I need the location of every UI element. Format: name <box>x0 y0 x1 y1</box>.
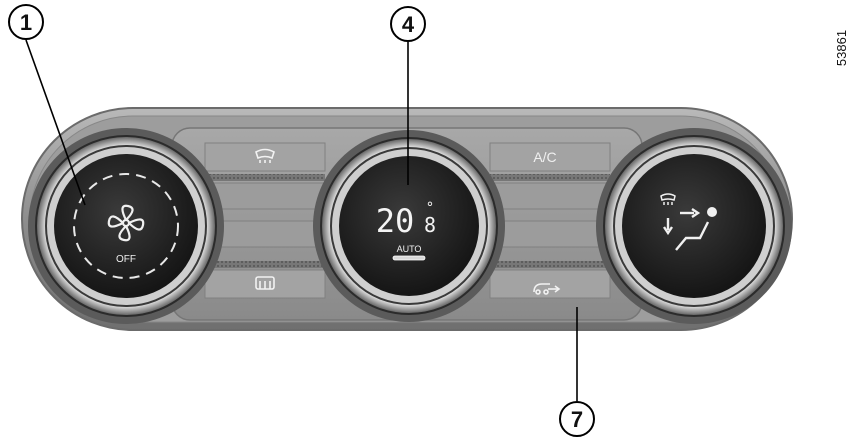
recirculation-icon <box>533 283 561 295</box>
callout-7: 7 <box>559 307 595 437</box>
right-button-column <box>489 142 611 299</box>
temperature-knob[interactable]: 20 8 ° AUTO <box>313 130 505 322</box>
front-defrost-button[interactable] <box>255 148 275 164</box>
grille <box>205 261 325 268</box>
ac-button[interactable]: A/C <box>533 149 556 165</box>
fan-off-label: OFF <box>116 254 136 265</box>
fan-speed-knob[interactable]: OFF <box>28 128 224 324</box>
grille <box>205 174 325 181</box>
recirculation-button[interactable] <box>533 283 561 295</box>
front-defrost-icon <box>660 193 676 205</box>
fan-icon <box>107 204 145 242</box>
rear-defrost-icon <box>255 276 275 290</box>
callout-number: 4 <box>402 12 415 37</box>
front-defrost-icon <box>255 148 275 163</box>
temperature-display-main: 20 <box>376 202 415 240</box>
grille <box>490 261 610 268</box>
temperature-display-decimal: 8 <box>424 213 436 237</box>
fan-speed-scale <box>73 173 179 279</box>
temperature-degree: ° <box>426 200 434 216</box>
figure-id: 53861 <box>834 30 849 66</box>
grille <box>490 174 610 181</box>
air-distribution-knob[interactable] <box>596 128 792 324</box>
rear-defrost-button[interactable] <box>255 276 275 290</box>
callout-1: 1 <box>8 4 86 206</box>
auto-label: AUTO <box>397 244 422 254</box>
callout-number: 7 <box>571 407 583 432</box>
ac-label: A/C <box>533 149 556 165</box>
auto-indicator <box>392 255 426 261</box>
air-distribution-icon <box>663 207 717 251</box>
callout-number: 1 <box>20 10 32 35</box>
callout-leader <box>25 39 86 206</box>
callout-4: 4 <box>390 6 426 185</box>
left-button-column <box>204 142 326 299</box>
